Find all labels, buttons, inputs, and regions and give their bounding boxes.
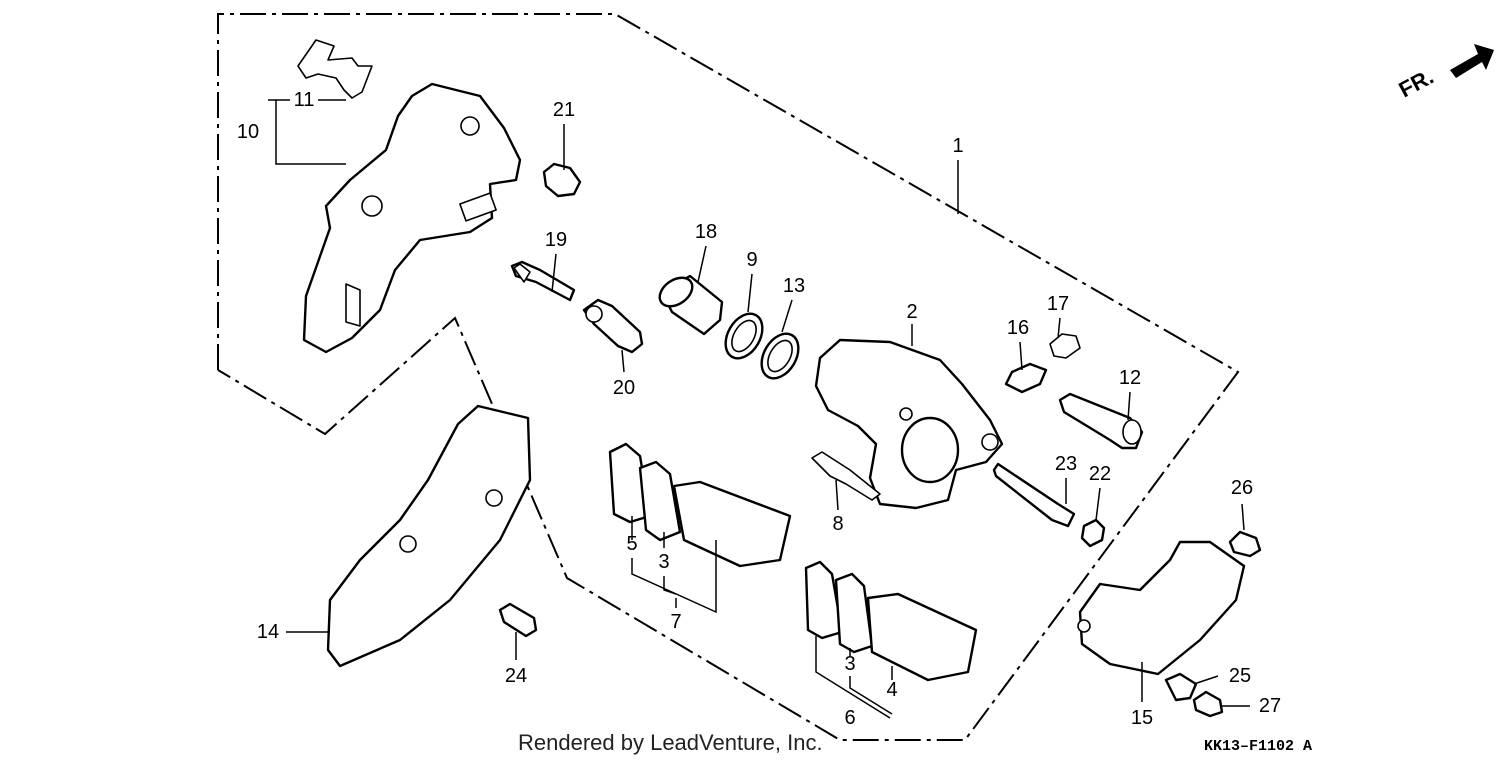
diagram-code: KK13–F1102 A [1204,738,1312,755]
bracket-pin-boss [345,283,361,327]
front-direction-label: FR. [1395,64,1438,103]
callout-labels: 1 2 3 3 3 4 5 6 7 8 9 10 11 12 13 14 15 … [237,89,1281,729]
pad-spring-part [297,39,373,99]
callout-14: 14 [257,621,279,643]
callout-3-upper: 3 [658,551,669,573]
callout-20: 20 [613,377,635,399]
callout-2: 2 [906,301,917,323]
caliper-body-part [814,338,1004,510]
bracket-slot [459,192,497,222]
bracket-pin-hole [361,195,383,217]
front-arrow-icon [1450,44,1494,78]
callout-25: 25 [1229,665,1251,687]
pin-23-part [992,462,1076,528]
leader-lines [268,99,1250,719]
brake-pad-set-6-part [804,560,978,682]
callout-15: 15 [1131,707,1153,729]
callout-9: 9 [746,249,757,271]
front-direction-indicator: FR. [1395,44,1494,102]
callout-6: 6 [844,707,855,729]
callout-16: 16 [1007,317,1029,339]
callout-26: 26 [1231,477,1253,499]
callout-13: 13 [783,275,805,297]
caliper-bracket-part [302,82,522,354]
callout-23: 23 [1055,453,1077,475]
footer-credit: Rendered by LeadVenture, Inc. [518,730,823,755]
brake-pad-set-7-part [608,442,792,568]
collar-25-part [1164,672,1198,702]
assembly-boundary-upper [217,13,1240,741]
nut-22-part [1080,518,1106,548]
callout-7: 7 [670,611,681,633]
callout-11: 11 [294,89,315,111]
bolt-26-part [1228,530,1262,558]
callout-5: 5 [626,533,637,555]
bleeder-valve-part [1004,362,1048,394]
pad-retainer-part [811,451,881,501]
pin-bolt-12-part [1058,392,1144,450]
callout-18: 18 [695,221,717,243]
bracket-upper-hole [460,116,480,136]
callout-4: 4 [886,679,897,701]
callout-8: 8 [832,513,843,535]
callout-12: 12 [1119,367,1141,389]
disc-cover-part [326,404,532,668]
callout-17: 17 [1047,293,1069,315]
callout-21: 21 [553,99,575,121]
callout-10: 10 [237,121,259,143]
callout-1: 1 [952,135,963,157]
piston-part [658,274,724,336]
bleeder-cap-part [1049,333,1081,359]
callout-22: 22 [1089,463,1111,485]
callout-19: 19 [545,229,567,251]
bolt-27-part [1192,690,1224,718]
pin-bolt-20-part [582,298,644,354]
caliper-guard-part [1077,540,1246,676]
bolt-24-part [498,602,538,638]
callout-3-lower: 3 [844,653,855,675]
callout-24: 24 [505,665,527,687]
callout-27: 27 [1259,695,1281,717]
pin-bolt-cap-part [542,162,582,198]
pin-bolt-19-part [510,260,576,302]
